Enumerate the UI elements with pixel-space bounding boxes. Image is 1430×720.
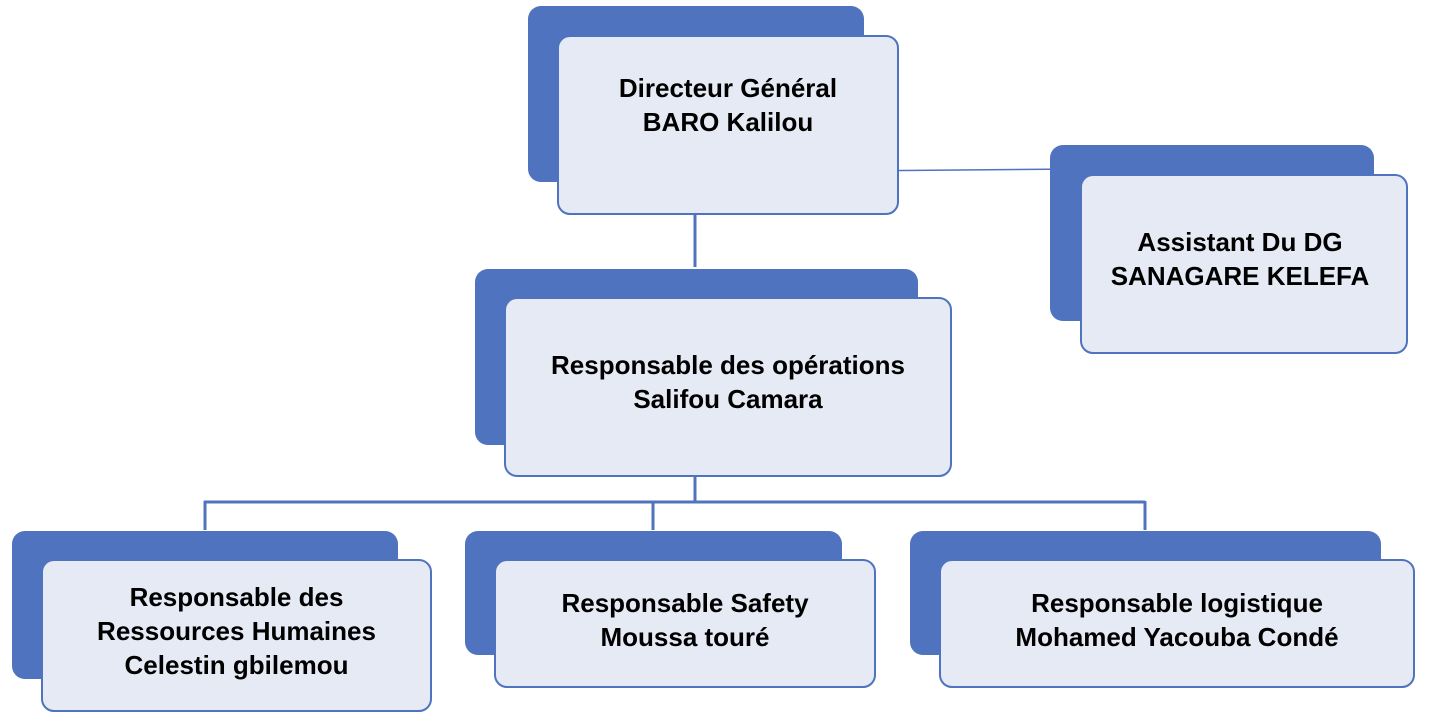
assistant-to-director-arrow — [591, 168, 1081, 179]
